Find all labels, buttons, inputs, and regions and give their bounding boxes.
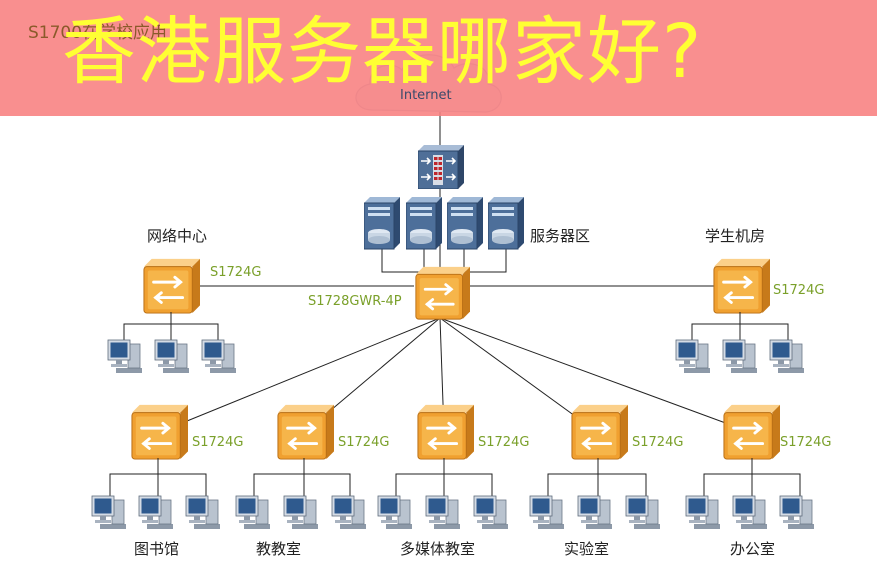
switch-model: S1724G xyxy=(338,435,389,450)
pc-icon xyxy=(235,495,271,530)
area-label: 图书馆 xyxy=(134,540,179,558)
pc-icon xyxy=(201,339,237,374)
switch-icon xyxy=(722,404,780,460)
area-label: 网络中心 xyxy=(147,227,207,245)
headline-banner: S1700在学校应用 香港服务器哪家好? xyxy=(0,0,877,116)
switch-model: S1724G xyxy=(773,283,824,298)
area-classroom: S1724G 教教室 xyxy=(235,404,389,558)
switch-model: S1724G xyxy=(210,265,261,280)
internet-label: Internet xyxy=(400,88,452,103)
switch-icon xyxy=(130,404,188,460)
core-switch-icon xyxy=(414,266,470,320)
area-label: 教教室 xyxy=(256,540,301,558)
switch-icon xyxy=(712,258,770,314)
pc-icon xyxy=(138,495,174,530)
pc-icon xyxy=(769,339,805,374)
area-label: 办公室 xyxy=(730,540,775,558)
area-laboratory: S1724G 实验室 xyxy=(529,404,683,558)
switch-model: S1724G xyxy=(478,435,529,450)
pc-icon xyxy=(675,339,711,374)
banner-headline: 香港服务器哪家好? xyxy=(62,9,703,95)
pc-icon xyxy=(779,495,815,530)
pc-icon xyxy=(473,495,509,530)
area-netcenter: 网络中心 S1724G xyxy=(107,227,261,374)
pc-icon xyxy=(625,495,661,530)
server-icon xyxy=(364,196,400,250)
switch-icon xyxy=(276,404,334,460)
pc-icon xyxy=(91,495,127,530)
server-icon xyxy=(447,196,483,250)
pc-icon xyxy=(425,495,461,530)
firewall-icon xyxy=(418,145,464,189)
area-label: 实验室 xyxy=(564,540,609,558)
server-icon xyxy=(406,196,442,250)
pc-icon xyxy=(732,495,768,530)
pc-icon xyxy=(107,339,143,374)
pc-icon xyxy=(154,339,190,374)
server-zone-label: 服务器区 xyxy=(530,227,590,245)
pc-icon xyxy=(685,495,721,530)
switch-model: S1724G xyxy=(632,435,683,450)
area-label: 多媒体教室 xyxy=(400,540,475,558)
switch-icon xyxy=(570,404,628,460)
switch-model: S1724G xyxy=(780,435,831,450)
area-office: S1724G 办公室 xyxy=(685,404,831,558)
area-label: 学生机房 xyxy=(705,227,765,245)
switch-model: S1724G xyxy=(192,435,243,450)
server-icon xyxy=(488,196,524,250)
pc-icon xyxy=(529,495,565,530)
core-switch-model: S1728GWR-4P xyxy=(308,294,402,309)
pc-icon xyxy=(185,495,221,530)
pc-icon xyxy=(377,495,413,530)
pc-icon xyxy=(577,495,613,530)
switch-icon xyxy=(142,258,200,314)
banner-subtitle: S1700在学校应用 xyxy=(28,23,168,43)
area-lab-students: 学生机房 S1724G xyxy=(675,227,824,374)
pc-icon xyxy=(722,339,758,374)
area-multimedia: S1724G 多媒体教室 xyxy=(377,404,529,558)
switch-icon xyxy=(416,404,474,460)
area-library: S1724G 图书馆 xyxy=(91,404,243,558)
pc-icon xyxy=(283,495,319,530)
pc-icon xyxy=(331,495,367,530)
